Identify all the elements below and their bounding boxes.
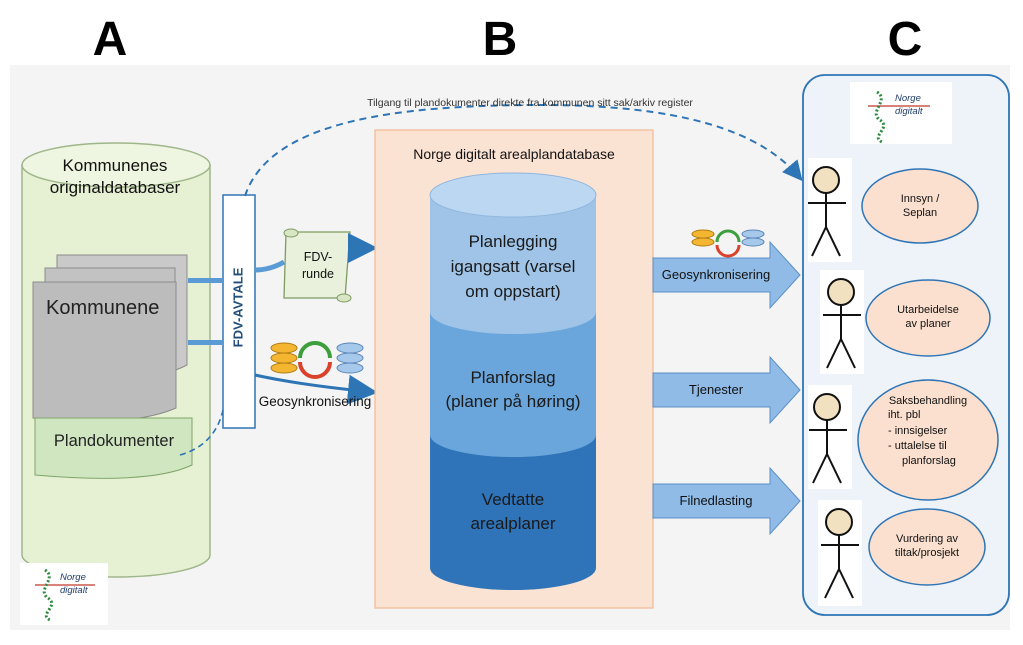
arrow-label-filnedlasting: Filnedlasting (679, 493, 753, 508)
geosync-left-label: Geosynkronisering (258, 394, 372, 409)
user1-line1: Innsyn / (900, 193, 940, 205)
geosync-icon-left (270, 341, 364, 379)
user-ellipse-3 (857, 379, 999, 501)
connector-top (188, 278, 224, 283)
user3-line2: iht. pbl (888, 409, 921, 421)
plandokumenter-label: Plandokumenter (53, 432, 175, 450)
user-ellipse-2 (865, 279, 991, 357)
norge-digitalt-logo-bottom (20, 563, 108, 625)
layer1-line3: om oppstart) (465, 282, 561, 301)
scroll-label-line1: FDV- (303, 250, 333, 264)
user4-line2: tiltak/prosjekt (894, 547, 960, 559)
plan-database-cylinder (429, 172, 597, 590)
fdv-runde-scroll (283, 228, 352, 303)
fdv-avtale-label: FDV-AVTALE (230, 267, 246, 348)
user2-line2: av planer (905, 318, 951, 330)
logo-bottom-line2: digitalt (60, 585, 88, 596)
panel-title: Norge digitalt arealplandatabase (413, 146, 615, 162)
user3-line3: - innsigelser (888, 425, 948, 437)
logo-bottom-line1: Norge (60, 572, 86, 583)
person-figures (808, 158, 864, 606)
arrow-filnedlasting (652, 466, 801, 536)
user3-line5: planforslag (902, 455, 956, 467)
column-label-c: C (887, 13, 923, 66)
logo-top-line1: Norge (895, 93, 921, 104)
logo-top-line2: digitalt (895, 106, 923, 117)
plandokumenter-document (34, 417, 193, 479)
kommunene-label: Kommunene (46, 297, 160, 319)
geosync-to-db-arrow (254, 373, 378, 405)
user3-line1: Saksbehandling (888, 395, 968, 407)
user1-line2: Seplan (902, 207, 938, 219)
layer3-line1: Vedtatte (481, 490, 545, 509)
fdv-avtale-bar (222, 194, 256, 429)
norge-digitalt-logo-top (850, 82, 952, 144)
column-label-b: B (482, 13, 518, 66)
kommunene-pages (32, 254, 188, 422)
layer2-line1: Planforslag (470, 368, 556, 387)
db-title-line2: originaldatabaser (49, 178, 181, 197)
layer3-line2: arealplaner (470, 514, 556, 533)
fdv-to-scroll-link (254, 259, 286, 273)
db-title-line1: Kommunenes (62, 156, 168, 175)
geosync-icon-right (691, 229, 765, 258)
user4-line1: Vurdering av (896, 533, 958, 545)
direct-access-arrow (244, 103, 803, 197)
user2-line1: Utarbeidelse (897, 304, 959, 316)
direct-access-label: Tilgang til plandokumenter direkte fra k… (367, 97, 693, 109)
arrow-label-geosync: Geosynkronisering (661, 267, 771, 282)
user3-line4: - uttalelse til (888, 440, 947, 452)
layer2-line2: (planer på høring) (445, 392, 581, 411)
user-ellipse-4 (868, 508, 986, 586)
layer1-line1: Planlegging (468, 232, 558, 251)
connector-mid (188, 340, 224, 345)
arrow-tjenester (652, 355, 801, 425)
column-label-a: A (92, 13, 128, 66)
arrow-geosync (652, 240, 801, 310)
arrow-label-tjenester: Tjenester (688, 382, 744, 397)
user-ellipse-1 (861, 168, 979, 244)
scroll-label-line2: runde (302, 267, 334, 281)
doc-link-dashed (179, 409, 224, 456)
layer1-line2: igangsatt (varsel (450, 257, 576, 276)
